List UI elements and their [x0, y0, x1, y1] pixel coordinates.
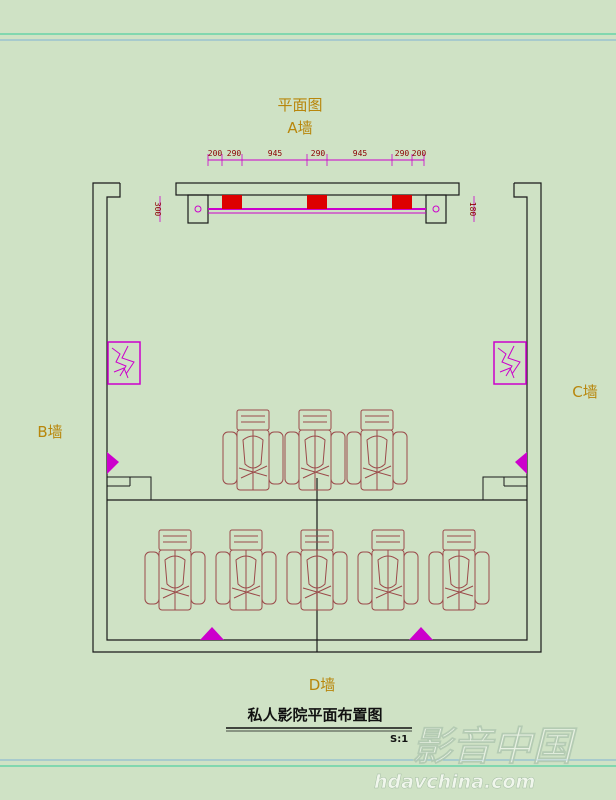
- right-speaker: [392, 195, 412, 209]
- screen-right-end-icon: [432, 205, 440, 213]
- left-speaker: [222, 195, 242, 209]
- rear-left-speaker: [200, 627, 224, 640]
- screen-stage: 300 180: [153, 182, 477, 224]
- dimension-chain: 200 290 945 290 945 290 200: [207, 149, 427, 166]
- back-row-seat-2: [215, 529, 277, 611]
- wall-d-label: D墙: [309, 676, 336, 694]
- right-step: [482, 476, 528, 501]
- dim-6: 290: [395, 149, 410, 158]
- watermark-url: hdavchina.com: [374, 771, 535, 793]
- wall-b-label: B墙: [37, 423, 62, 441]
- left-surround-speaker: [107, 452, 119, 474]
- right-diffuser: [493, 341, 527, 385]
- drawing-scale: S:1: [390, 734, 408, 745]
- wall-c-label: C墙: [572, 383, 597, 401]
- back-row-seat-1: [144, 529, 206, 611]
- dim-1: 200: [208, 149, 223, 158]
- rear-right-speaker: [409, 627, 433, 640]
- drawing-title: 私人影院平面布置图: [246, 706, 382, 724]
- screen-left-end-icon: [194, 205, 202, 213]
- side-dim-right: 180: [468, 202, 477, 217]
- dim-5: 945: [353, 149, 368, 158]
- left-step: [106, 476, 152, 501]
- dim-4: 290: [311, 149, 326, 158]
- side-dim-left: 300: [153, 202, 162, 217]
- center-speaker: [307, 195, 327, 209]
- plan-title: 平面图: [277, 96, 322, 114]
- back-row-seats: [144, 529, 490, 611]
- back-row-seat-3: [286, 529, 348, 611]
- front-row-seat-2: [284, 409, 346, 491]
- dim-3: 945: [268, 149, 283, 158]
- front-row-seat-1: [222, 409, 284, 491]
- wall-a-label: A墙: [287, 119, 312, 137]
- watermark-chinese: 影音中国: [412, 724, 578, 770]
- dim-7: 200: [412, 149, 427, 158]
- front-row-seats: [222, 409, 408, 491]
- right-surround-speaker: [515, 452, 527, 474]
- back-row-seat-5: [428, 529, 490, 611]
- front-row-seat-3: [346, 409, 408, 491]
- watermark-logo: 影音中国 hdavchina.com: [374, 724, 578, 794]
- left-diffuser: [107, 341, 141, 385]
- back-row-seat-4: [357, 529, 419, 611]
- dim-2: 290: [227, 149, 242, 158]
